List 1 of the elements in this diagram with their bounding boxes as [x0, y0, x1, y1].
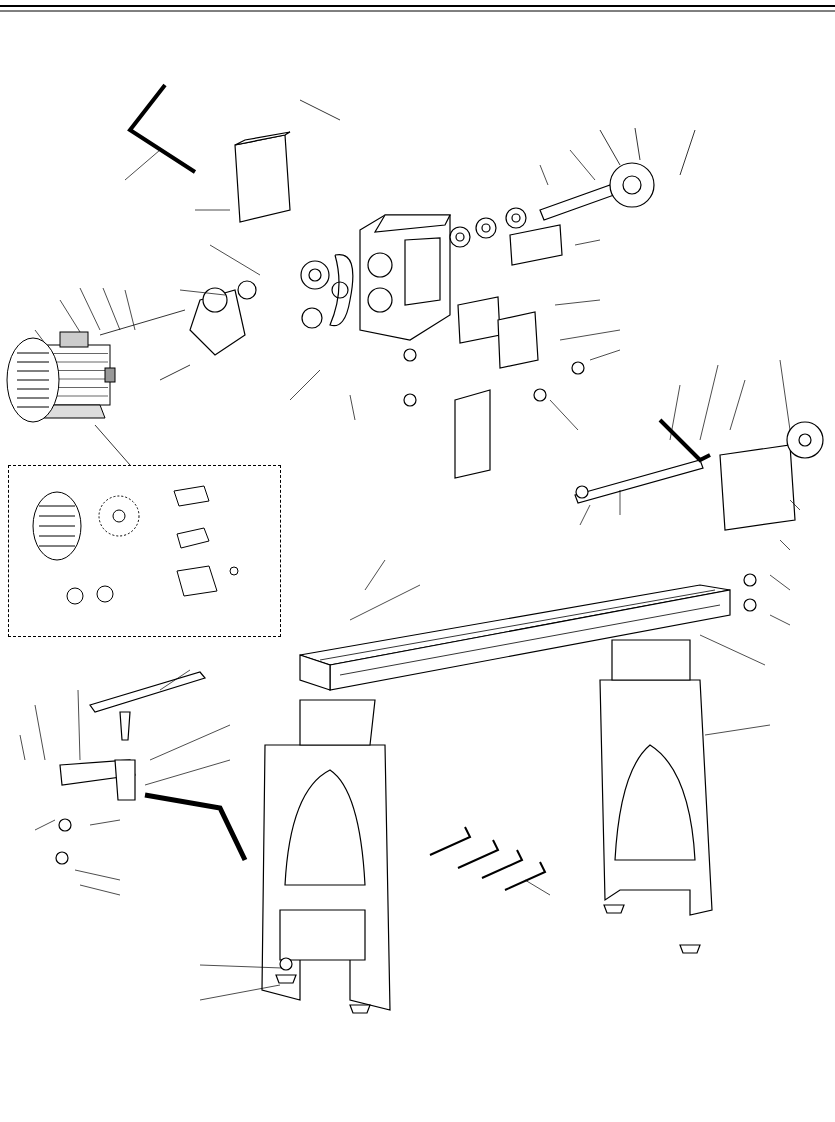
leader-line	[94, 424, 131, 466]
